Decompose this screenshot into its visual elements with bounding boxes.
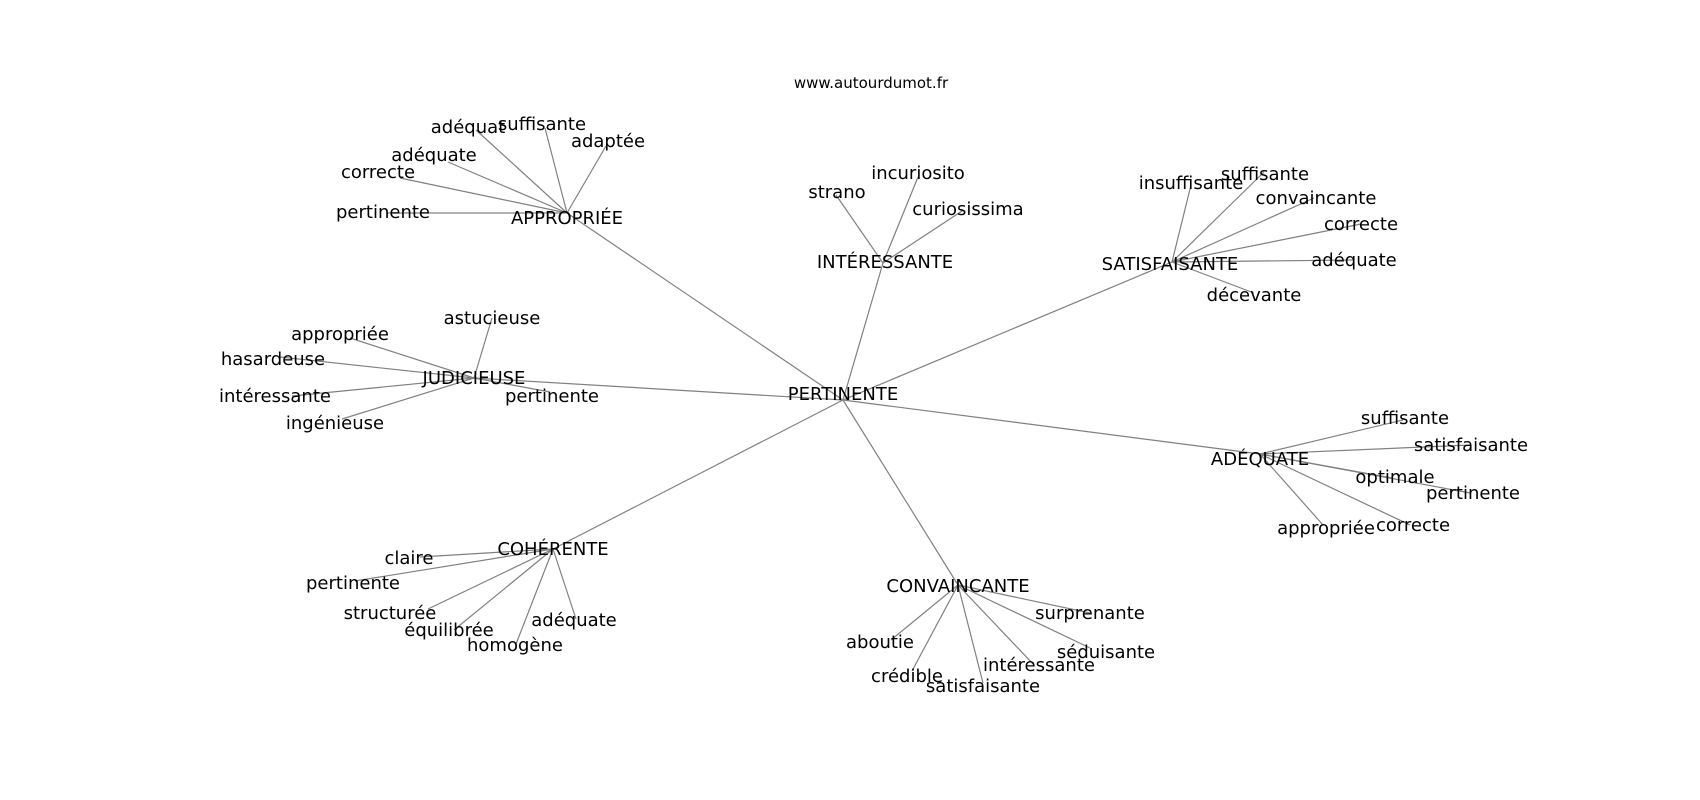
leaf-node-convaincante-0: surprenante xyxy=(1035,603,1145,624)
edges xyxy=(279,127,1472,684)
leaf-node-judicieuse-1: appropriée xyxy=(291,324,389,345)
edge-interessante-leaf-1 xyxy=(835,194,884,264)
edge-judicieuse-leaf-1 xyxy=(349,337,475,379)
cluster-node-convaincante: CONVAINCANTE xyxy=(886,576,1029,597)
leaf-node-adequate-1: satisfaisante xyxy=(1414,435,1528,456)
leaf-node-convaincante-3: aboutie xyxy=(846,632,914,653)
leaf-node-satisfaisante-1: suffisante xyxy=(1221,164,1309,185)
leaf-node-adequate-3: pertinente xyxy=(1426,483,1520,504)
leaf-node-convaincante-2: intéressante xyxy=(983,655,1095,676)
edge-coherente-leaf-0 xyxy=(419,548,554,558)
edge-coherente-leaf-1 xyxy=(354,548,554,582)
labels: PERTINENTEAPPROPRIÉEadéquatsuffisanteada… xyxy=(219,114,1528,697)
center-node-label: PERTINENTE xyxy=(788,384,898,405)
edge-center-adequate xyxy=(842,399,1261,455)
leaf-node-approprie-2: adaptée xyxy=(571,131,645,152)
leaf-node-approprie-3: adéquate xyxy=(391,145,477,166)
leaf-node-judicieuse-2: hasardeuse xyxy=(221,349,325,370)
leaf-node-approprie-4: correcte xyxy=(341,162,415,183)
cluster-node-approprie: APPROPRIÉE xyxy=(511,207,623,229)
edge-center-approprie xyxy=(566,212,844,401)
leaf-node-satisfaisante-5: décevante xyxy=(1207,285,1302,306)
edge-coherente-leaf-2 xyxy=(427,548,554,610)
edge-judicieuse-leaf-0 xyxy=(473,317,493,379)
leaf-node-convaincante-5: satisfaisante xyxy=(926,676,1040,697)
leaf-node-interessante-0: incuriosito xyxy=(871,163,965,184)
leaf-node-coherente-4: adéquate xyxy=(531,610,617,631)
edge-adequate-leaf-0 xyxy=(1259,419,1404,455)
source-label: www.autourdumot.fr xyxy=(794,74,949,92)
edge-convaincante-leaf-2 xyxy=(957,584,1035,666)
edge-interessante-leaf-0 xyxy=(882,176,919,264)
leaf-node-judicieuse-5: pertinente xyxy=(505,386,599,407)
leaf-node-judicieuse-4: ingénieuse xyxy=(286,413,384,434)
leaf-node-convaincante-1: séduisante xyxy=(1057,642,1155,663)
edge-judicieuse-leaf-4 xyxy=(341,377,475,420)
leaf-node-adequate-4: appropriée xyxy=(1277,518,1375,539)
edge-center-interessante xyxy=(842,262,884,401)
edge-coherente-leaf-5 xyxy=(515,548,554,645)
edge-coherente-leaf-3 xyxy=(453,548,554,631)
leaf-node-coherente-1: pertinente xyxy=(306,573,400,594)
cluster-node-judicieuse: JUDICIEUSE xyxy=(422,368,526,389)
edge-convaincante-leaf-0 xyxy=(957,584,1091,614)
edge-center-convaincante xyxy=(842,399,959,586)
leaf-node-adequate-0: suffisante xyxy=(1361,408,1449,429)
edge-satisfaisante-leaf-3 xyxy=(1171,223,1362,263)
edge-judicieuse-leaf-5 xyxy=(473,377,551,393)
leaf-node-coherente-2: structurée xyxy=(344,603,437,624)
cluster-node-satisfaisante: SATISFAISANTE xyxy=(1102,254,1239,275)
edge-convaincante-leaf-3 xyxy=(890,584,959,641)
edge-satisfaisante-leaf-5 xyxy=(1171,261,1255,294)
edge-adequate-leaf-4 xyxy=(1259,453,1324,526)
leaf-node-satisfaisante-0: insuffisante xyxy=(1139,173,1244,194)
edge-center-coherente xyxy=(552,399,844,550)
edge-approprie-leaf-4 xyxy=(399,177,568,214)
edge-center-judicieuse xyxy=(473,377,844,401)
leaf-node-judicieuse-0: astucieuse xyxy=(444,308,541,329)
cluster-node-coherente: COHÉRENTE xyxy=(497,538,608,560)
edge-satisfaisante-leaf-1 xyxy=(1171,171,1265,263)
leaf-node-satisfaisante-2: convaincante xyxy=(1256,188,1377,209)
edge-convaincante-leaf-5 xyxy=(957,584,984,684)
leaf-node-judicieuse-3: intéressante xyxy=(219,386,331,407)
edge-adequate-leaf-3 xyxy=(1259,453,1471,494)
edge-adequate-leaf-1 xyxy=(1259,444,1472,455)
edge-approprie-leaf-3 xyxy=(447,161,568,214)
edge-judicieuse-leaf-3 xyxy=(291,377,475,397)
edge-convaincante-leaf-4 xyxy=(911,584,959,672)
leaf-node-adequate-2: optimale xyxy=(1355,467,1434,488)
edge-convaincante-leaf-1 xyxy=(957,584,1091,649)
leaf-node-adequate-5: correcte xyxy=(1376,515,1450,536)
edge-interessante-leaf-2 xyxy=(882,210,963,264)
leaf-node-approprie-1: suffisante xyxy=(498,114,586,135)
edge-approprie-leaf-0 xyxy=(475,129,568,214)
edge-judicieuse-leaf-2 xyxy=(279,356,475,379)
edge-satisfaisante-leaf-4 xyxy=(1171,259,1355,263)
edge-center-satisfaisante xyxy=(842,261,1173,401)
cluster-node-adequate: ADÉQUATE xyxy=(1211,448,1309,470)
edge-approprie-leaf-2 xyxy=(566,145,607,214)
leaf-node-convaincante-4: crédible xyxy=(871,666,943,687)
leaf-node-coherente-3: équilibrée xyxy=(404,620,494,641)
leaf-node-approprie-0: adéquat xyxy=(431,117,505,138)
leaf-node-coherente-0: claire xyxy=(384,548,433,569)
edge-satisfaisante-leaf-0 xyxy=(1171,184,1192,263)
edge-satisfaisante-leaf-2 xyxy=(1171,197,1315,263)
leaf-node-satisfaisante-3: correcte xyxy=(1324,214,1398,235)
leaf-node-approprie-5: pertinente xyxy=(336,202,430,223)
edge-adequate-leaf-5 xyxy=(1259,453,1411,526)
leaf-node-coherente-5: homogène xyxy=(467,635,563,656)
leaf-node-satisfaisante-4: adéquate xyxy=(1311,250,1397,271)
leaf-node-interessante-1: strano xyxy=(808,182,865,203)
edge-coherente-leaf-4 xyxy=(552,548,577,620)
cluster-node-interessante: INTÉRESSANTE xyxy=(817,251,953,273)
leaf-node-interessante-2: curiosissima xyxy=(912,199,1023,220)
edge-approprie-leaf-1 xyxy=(544,127,568,214)
